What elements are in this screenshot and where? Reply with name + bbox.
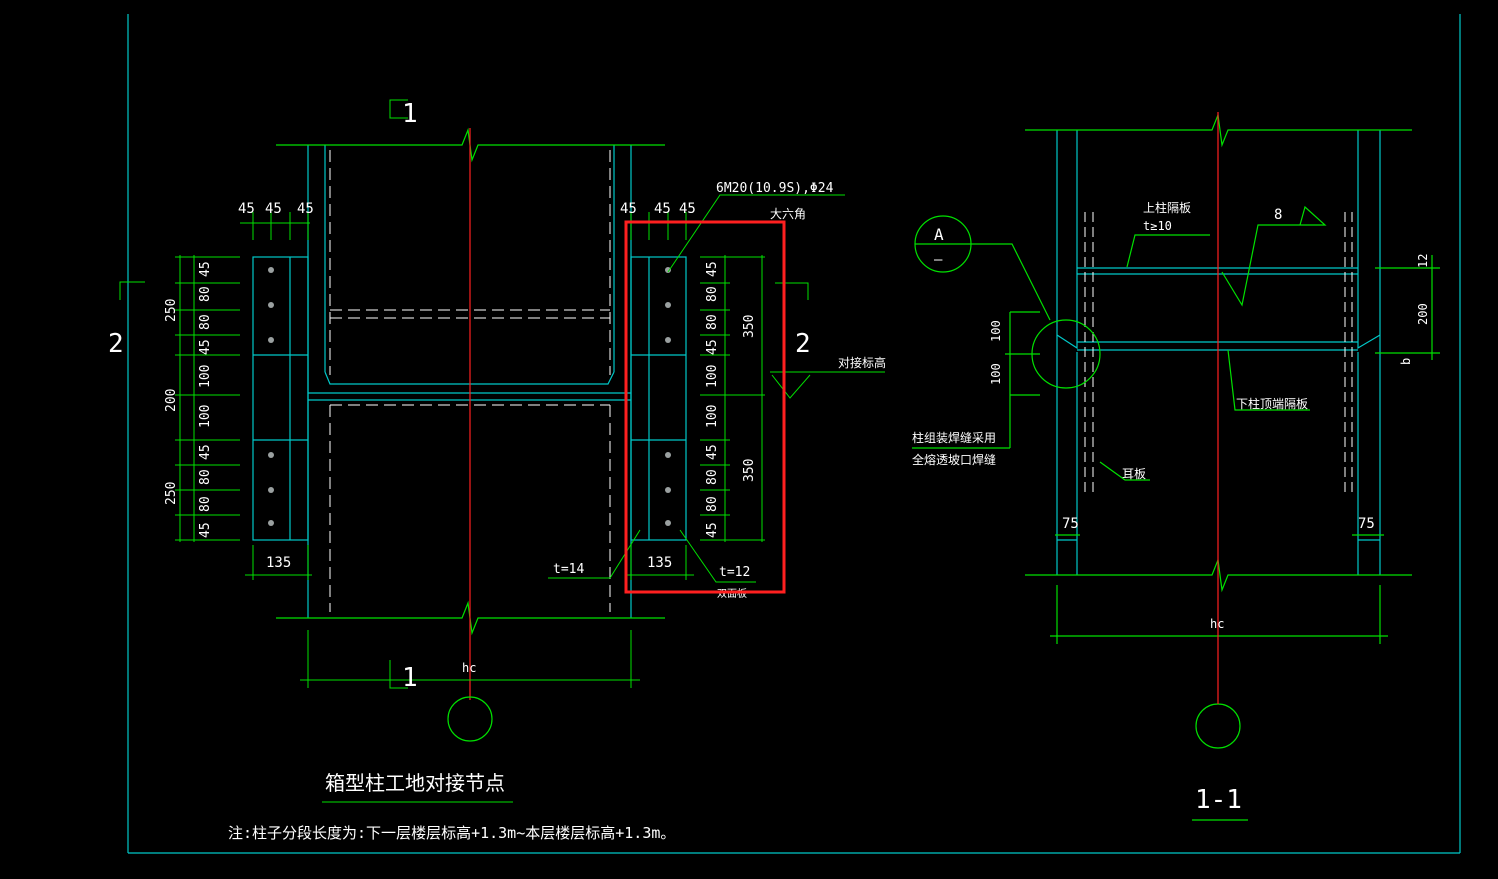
left-elevation: 1 1 2 2 45 45 45 45 45 45 6M20(10.9S),Φ2… [108, 99, 886, 842]
detail-mark-top: A [934, 225, 944, 244]
weld-note-2: 全熔透坡口焊缝 [912, 452, 996, 467]
dim-12: 12 [1416, 254, 1430, 268]
side-section-mark-right: 2 [795, 329, 811, 359]
top-dim-l3: 45 [297, 201, 314, 217]
weld-note-1: 柱组装焊缝采用 [912, 430, 996, 445]
vdim-l-8: 80 [198, 469, 213, 485]
vdim-l-3: 80 [198, 314, 213, 330]
vdim-r-3: 80 [705, 314, 720, 330]
outer-plate-thickness: t=12 [719, 565, 750, 580]
dim-100b: 100 [989, 363, 1003, 385]
inner-plate-thickness: t=14 [553, 562, 584, 577]
vdim-group-3: 250 [164, 482, 179, 505]
vdim-group-2: 200 [164, 389, 179, 412]
width-label-left: hc [462, 661, 476, 675]
section-title-right: 1-1 [1195, 785, 1242, 815]
vdim-r-5: 100 [705, 365, 720, 388]
width-label-right: hc [1210, 617, 1224, 631]
top-dim-l2: 45 [265, 201, 282, 217]
upper-plate-label: 上柱隔板 [1143, 200, 1191, 215]
vdim-l-9: 80 [198, 496, 213, 512]
vdim-l-5: 100 [198, 365, 213, 388]
plate-width-left: 135 [266, 555, 291, 571]
vdim-r-4: 45 [705, 339, 720, 355]
top-dim-r1: 45 [620, 201, 637, 217]
section-mark-top: 1 [402, 99, 418, 129]
splice-elevation-label: 对接标高 [838, 355, 886, 370]
vdim-l-2: 80 [198, 286, 213, 302]
bolt-note: 6M20(10.9S),Φ24 [716, 181, 834, 196]
vdim-l-7: 45 [198, 444, 213, 460]
highlight-box [624, 220, 786, 594]
dim-75-left: 75 [1062, 516, 1079, 532]
vdim-r-1: 45 [705, 261, 720, 277]
dim-b: b [1399, 358, 1413, 365]
vdim-r-9: 80 [705, 496, 720, 512]
vdim-l-6: 100 [198, 405, 213, 428]
drawing-frame [127, 14, 1461, 854]
vdim-r-8: 80 [705, 469, 720, 485]
top-dim-r3: 45 [679, 201, 696, 217]
vdim-r-7: 45 [705, 444, 720, 460]
side-section-mark: 2 [108, 329, 124, 359]
vdim-l-10: 45 [198, 522, 213, 538]
section-mark-bottom: 1 [402, 663, 418, 693]
ear-plate-label: 耳板 [1122, 467, 1146, 481]
dim-75-right: 75 [1358, 516, 1375, 532]
vdim-l-1: 45 [198, 261, 213, 277]
vdim-r-6: 100 [705, 405, 720, 428]
vdim-l-4: 45 [198, 339, 213, 355]
vdim-r-2: 80 [705, 286, 720, 302]
drawing-title-left: 箱型柱工地对接节点 [325, 771, 505, 795]
top-dim-l1: 45 [238, 201, 255, 217]
vdim-group-1: 250 [164, 299, 179, 322]
vdim-r-10: 45 [705, 522, 720, 538]
dim-100a: 100 [989, 320, 1003, 342]
right-section: A — 上柱隔板 t≥10 8 下柱顶端隔板 柱组装焊缝采用 全熔透坡口焊缝 耳… [912, 112, 1440, 821]
top-dim-r2: 45 [654, 201, 671, 217]
detail-mark-bottom: — [934, 252, 943, 268]
vdim-r-group-1: 350 [742, 315, 757, 338]
weld-size: 8 [1274, 207, 1282, 223]
plate-width-right: 135 [647, 555, 672, 571]
lower-plate-label: 下柱顶端隔板 [1236, 396, 1308, 411]
upper-plate-thickness: t≥10 [1143, 219, 1172, 233]
dim-200: 200 [1416, 303, 1430, 325]
vdim-r-group-2: 350 [742, 459, 757, 482]
drawing-note: 注:柱子分段长度为:下一层楼层标高+1.3m~本层楼层标高+1.3m。 [228, 824, 675, 842]
bolt-note-sub: 大六角 [770, 207, 806, 221]
